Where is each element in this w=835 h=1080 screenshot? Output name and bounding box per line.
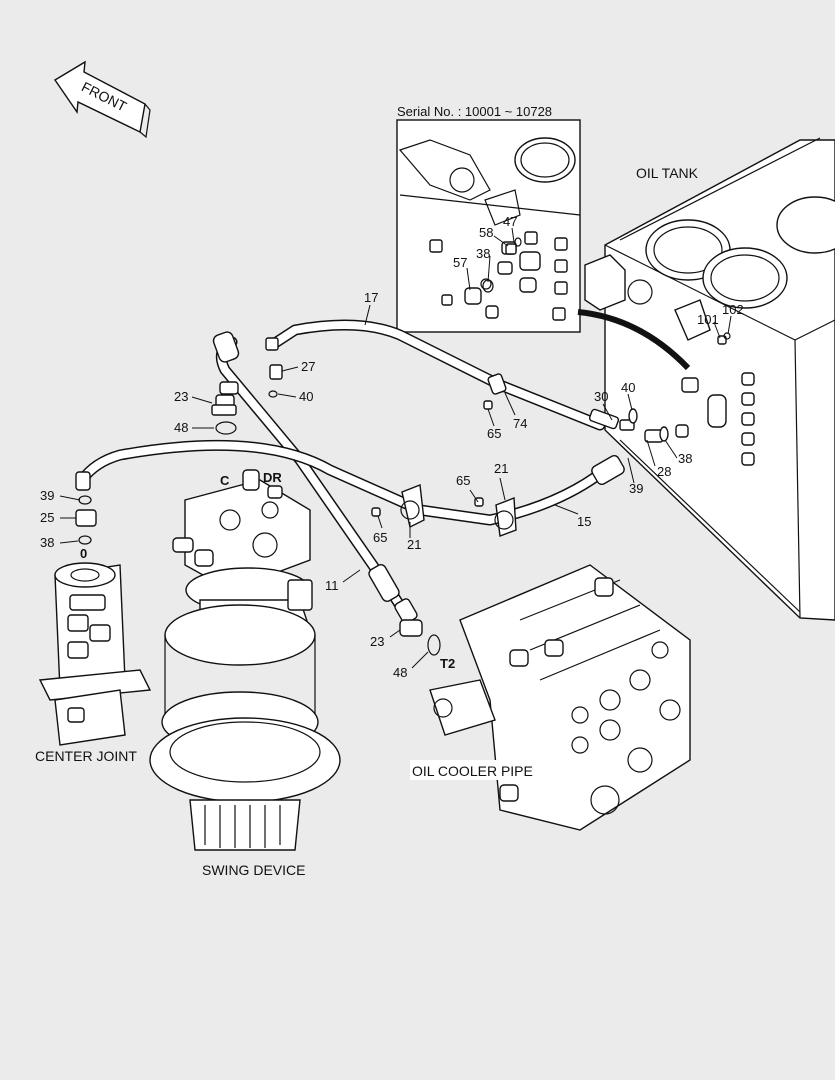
- callout-23-b: 23: [370, 634, 384, 649]
- tank-bosses: [675, 372, 755, 466]
- port-label-dr: DR: [263, 470, 282, 485]
- center-joint-caption: CENTER JOINT: [35, 748, 137, 764]
- swing-device-caption: SWING DEVICE: [202, 862, 305, 878]
- front-arrow-icon: FRONT: [54, 60, 151, 139]
- oil-tank-caption: OIL TANK: [636, 165, 699, 181]
- callout-47: 47: [503, 214, 517, 229]
- callout-25: 25: [40, 510, 54, 525]
- callout-38-a: 38: [40, 535, 54, 550]
- leader-lines: [59, 227, 732, 669]
- callout-21-b: 21: [407, 537, 421, 552]
- callout-17: 17: [364, 290, 378, 305]
- callout-58: 58: [479, 225, 493, 240]
- callout-39-b: 39: [629, 481, 643, 496]
- callout-30: 30: [594, 389, 608, 404]
- oil-tank: [584, 137, 835, 621]
- clamp-21-right: [474, 497, 517, 537]
- callout-65-c: 65: [373, 530, 387, 545]
- callout-39-a: 39: [40, 488, 54, 503]
- port-label-zero: 0: [80, 546, 87, 561]
- callout-65-a: 65: [487, 426, 501, 441]
- oil-cooler-caption-bg: [410, 760, 532, 780]
- callout-11: 11: [325, 578, 339, 593]
- oil-cooler-valve: [429, 564, 691, 831]
- callout-102: 102: [722, 302, 744, 317]
- callout-57: 57: [453, 255, 467, 270]
- callout-23-a: 23: [174, 389, 188, 404]
- callout-21-a: 21: [494, 461, 508, 476]
- hose-17: [266, 319, 606, 431]
- callouts: 17 27 40 23 48 39 25 38 47 58 38 57 101 …: [40, 214, 744, 680]
- inset-leader-arc: [577, 309, 691, 371]
- callout-65-b: 65: [456, 473, 470, 488]
- hose-fittings: [75, 331, 669, 624]
- oil-cooler-pipe-caption: OIL COOLER PIPE: [412, 763, 533, 779]
- callout-38-b: 38: [476, 246, 490, 261]
- callout-48-a: 48: [174, 420, 188, 435]
- callout-40-b: 40: [621, 380, 635, 395]
- callout-74: 74: [513, 416, 527, 431]
- callout-27: 27: [301, 359, 315, 374]
- inset-serial-label: Serial No. : 10001 ~ 10728: [397, 104, 552, 119]
- callout-38-c: 38: [678, 451, 692, 466]
- callout-28: 28: [657, 464, 671, 479]
- callout-101: 101: [697, 312, 719, 327]
- clamp-21-left: [371, 484, 425, 529]
- port-label-t2: T2: [440, 656, 455, 671]
- callout-15: 15: [577, 514, 591, 529]
- callout-40-a: 40: [299, 389, 313, 404]
- swing-device: [149, 469, 341, 851]
- serial-inset: [396, 119, 581, 333]
- callout-48-b: 48: [393, 665, 407, 680]
- port-label-c: C: [220, 473, 230, 488]
- center-joint: [38, 562, 152, 746]
- hose-15: [76, 439, 611, 526]
